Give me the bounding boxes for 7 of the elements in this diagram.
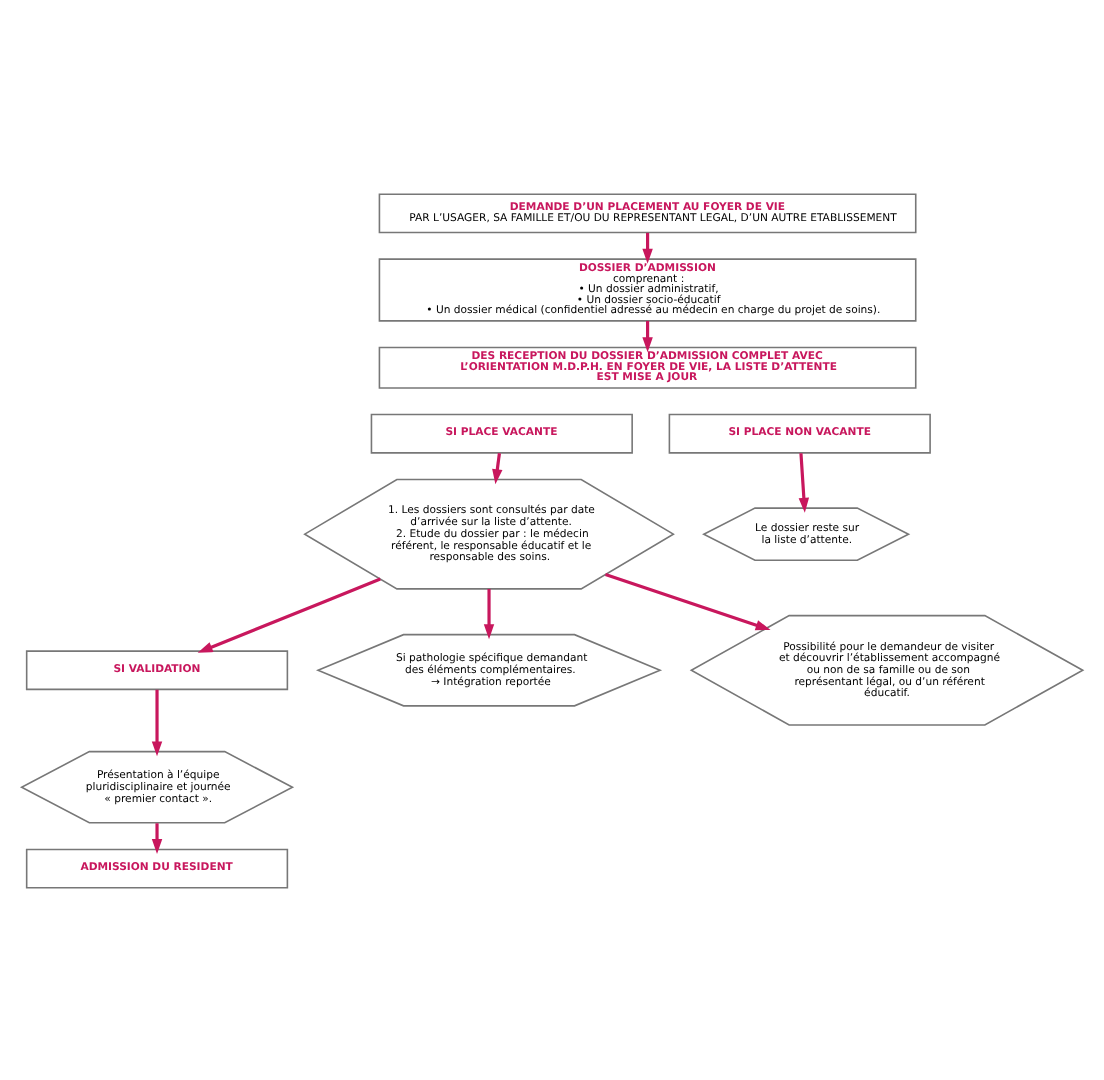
arrow <box>197 576 381 652</box>
arrow <box>492 452 503 484</box>
arrow <box>151 822 163 854</box>
arrow <box>483 587 495 639</box>
arrow <box>798 452 810 512</box>
arrow <box>151 688 163 756</box>
arrow <box>605 571 771 630</box>
